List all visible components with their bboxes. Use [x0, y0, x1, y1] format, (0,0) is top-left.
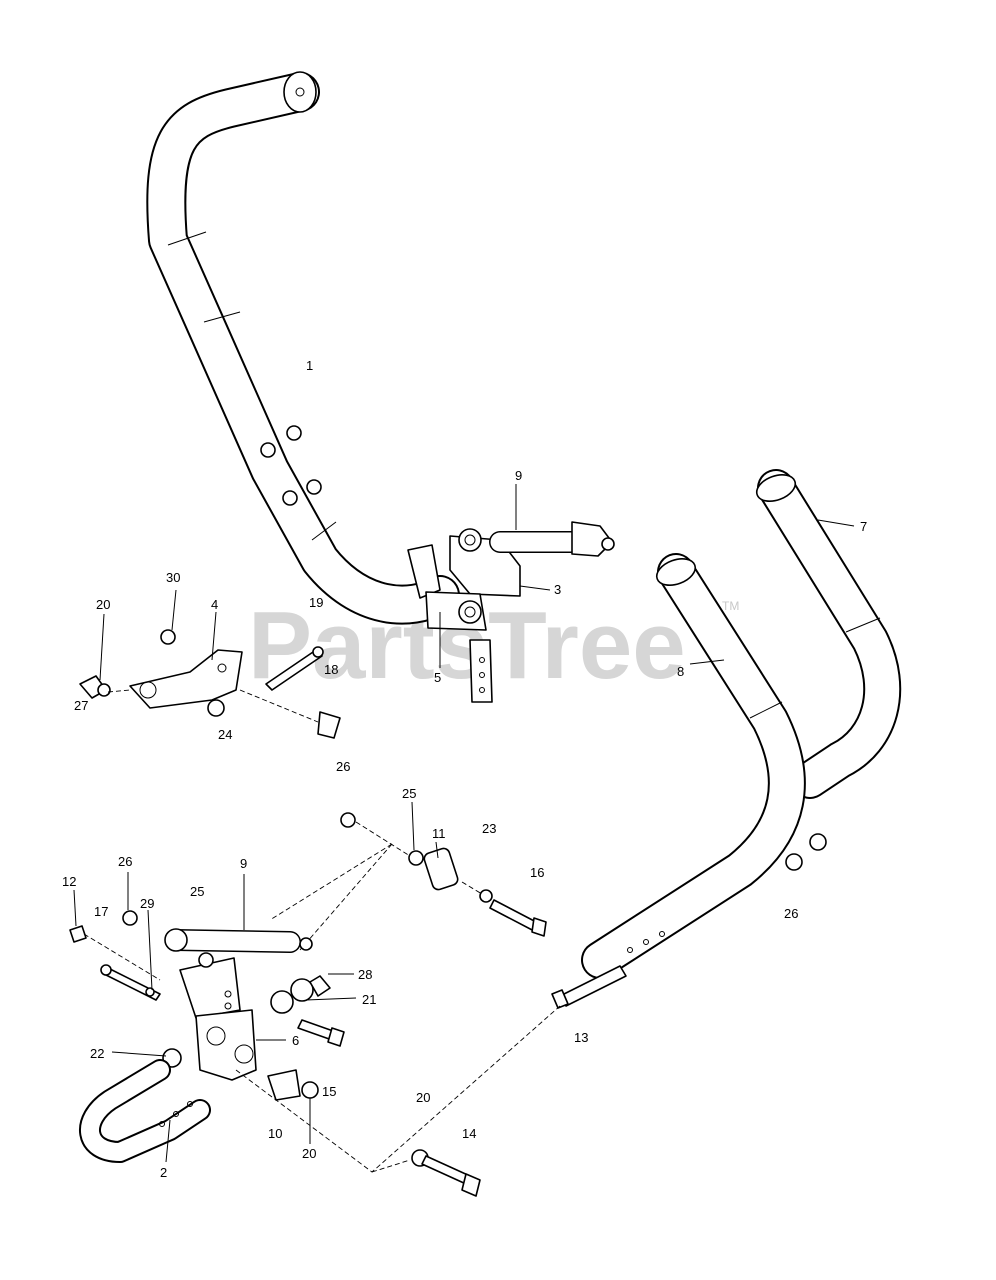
handle-tube-7 [755, 469, 902, 851]
callout-2: 2 [160, 1165, 167, 1180]
callout-5: 5 [434, 670, 441, 685]
leader-lines [73, 484, 855, 1163]
callout-3: 3 [554, 582, 561, 597]
callout-27: 27 [74, 698, 88, 713]
callout-9-upper: 9 [515, 468, 522, 483]
callout-22: 22 [90, 1046, 104, 1061]
callout-15: 15 [322, 1084, 336, 1099]
callout-13: 13 [574, 1030, 588, 1045]
callout-6: 6 [292, 1033, 299, 1048]
callout-29: 29 [140, 896, 154, 911]
callout-26-middle: 26 [336, 759, 350, 774]
callout-18: 18 [324, 662, 338, 677]
callout-1: 1 [306, 358, 313, 373]
upper-pivot-bracket [407, 528, 521, 703]
callout-20-bottom: 20 [302, 1146, 316, 1161]
callout-7: 7 [860, 519, 867, 534]
callout-25-middle: 25 [402, 786, 416, 801]
callout-4: 4 [211, 597, 218, 612]
callout-labels: 1 9 7 3 30 4 19 20 18 5 8 27 24 26 25 11… [62, 358, 867, 1180]
callout-11: 11 [432, 826, 446, 841]
upper-damper [489, 521, 615, 557]
watermark-trademark: TM [722, 599, 739, 613]
callout-21: 21 [362, 992, 376, 1007]
callout-24: 24 [218, 727, 232, 742]
control-handle-tube [146, 71, 460, 625]
callout-30: 30 [166, 570, 180, 585]
callout-8: 8 [677, 664, 684, 679]
callout-25-lower: 25 [190, 884, 204, 899]
callout-17: 17 [94, 904, 108, 919]
callout-26-right: 26 [784, 906, 798, 921]
handle-tube-8 [581, 553, 806, 979]
callout-20-lower: 20 [416, 1090, 430, 1105]
callout-19: 19 [309, 595, 323, 610]
callout-20-upper: 20 [96, 597, 110, 612]
callout-28: 28 [358, 967, 372, 982]
callout-9-lower: 9 [240, 856, 247, 871]
callout-10: 10 [268, 1126, 282, 1141]
callout-16: 16 [530, 865, 544, 880]
bolt-13 [551, 965, 627, 1009]
foot-pedal-loop [79, 1059, 211, 1163]
middle-hardware [269, 812, 547, 951]
callout-14: 14 [462, 1126, 476, 1141]
callout-23: 23 [482, 821, 496, 836]
callout-26-lower: 26 [118, 854, 132, 869]
callout-12: 12 [62, 874, 76, 889]
lower-damper [164, 928, 313, 968]
lower-bracket-assembly [179, 957, 301, 1101]
side-bracket [79, 629, 341, 739]
